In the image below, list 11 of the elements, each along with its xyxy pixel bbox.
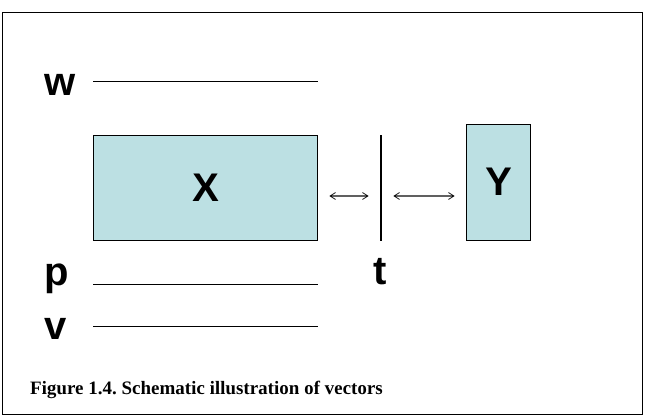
vector-label: t <box>373 251 386 291</box>
double-arrow <box>330 192 368 200</box>
matrix-label: Y <box>485 160 512 205</box>
matrix-box <box>93 135 318 241</box>
figure-caption: Figure 1.4. Schematic illustration of vectors <box>30 378 383 400</box>
double-arrow <box>394 192 454 200</box>
vector-label: v <box>44 306 66 346</box>
vector-label: w <box>44 62 76 102</box>
matrix-box <box>466 124 531 241</box>
matrix-label: X <box>192 166 219 210</box>
vector-label: p <box>44 252 68 292</box>
